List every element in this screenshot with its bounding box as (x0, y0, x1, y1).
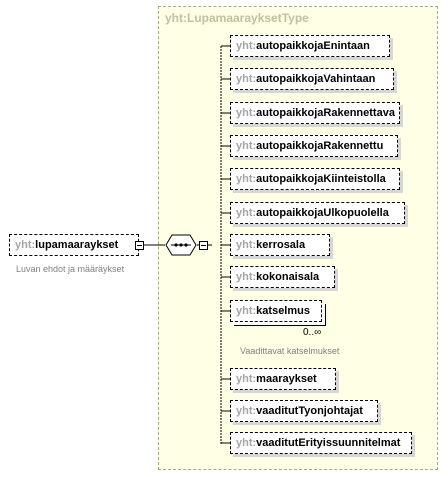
element-name: autopaikkojaKiinteistolla (256, 173, 386, 185)
child-element-autopaikkojaUlkopuolella[interactable]: yht:autopaikkojaUlkopuolella (230, 202, 405, 224)
child-element-autopaikkojaRakennettava[interactable]: yht:autopaikkojaRakennettava (230, 102, 400, 124)
complex-type-title: yht:LupamaarayksetType (165, 11, 309, 25)
element-prefix: yht: (236, 73, 257, 85)
element-name: autopaikkojaVahintaan (256, 73, 376, 85)
root-element-name: lupamaaraykset (35, 239, 119, 251)
child-element-autopaikkojaEnintaan[interactable]: yht:autopaikkojaEnintaan (230, 35, 390, 57)
child-element-katselmus[interactable]: yht:katselmus (230, 300, 322, 322)
element-prefix: yht: (236, 271, 257, 283)
element-prefix: yht: (236, 173, 257, 185)
element-annotation: Vaadittavat katselmukset (240, 346, 340, 356)
child-element-autopaikkojaKiinteistolla[interactable]: yht:autopaikkojaKiinteistolla (230, 168, 400, 190)
element-prefix: yht: (236, 437, 257, 449)
child-element-autopaikkojaRakennettu[interactable]: yht:autopaikkojaRakennettu (230, 135, 398, 157)
element-name: vaaditutErityissuunnitelmat (256, 437, 401, 449)
occurrence-label: 0..∞ (303, 327, 322, 338)
element-prefix: yht: (236, 107, 257, 119)
child-element-kerrosala[interactable]: yht:kerrosala (230, 234, 330, 256)
element-prefix: yht: (236, 373, 257, 385)
element-name: maaraykset (256, 373, 317, 385)
child-element-autopaikkojaVahintaan[interactable]: yht:autopaikkojaVahintaan (230, 68, 394, 90)
element-name: kerrosala (256, 239, 306, 251)
element-name: autopaikkojaEnintaan (256, 40, 370, 52)
element-name: autopaikkojaUlkopuolella (256, 207, 389, 219)
root-collapse-toggle[interactable] (135, 241, 144, 250)
element-prefix: yht: (236, 405, 257, 417)
root-annotation: Luvan ehdot ja määräykset (16, 264, 125, 274)
child-element-maaraykset[interactable]: yht:maaraykset (230, 368, 336, 390)
root-prefix: yht: (15, 239, 36, 251)
child-element-kokonaisala[interactable]: yht:kokonaisala (230, 266, 335, 288)
root-element[interactable]: yht:lupamaaraykset (9, 234, 139, 256)
element-name: autopaikkojaRakennettu (256, 140, 384, 152)
element-prefix: yht: (236, 305, 257, 317)
element-name: vaaditutTyonjohtajat (256, 405, 363, 417)
element-prefix: yht: (236, 239, 257, 251)
element-name: katselmus (256, 305, 310, 317)
element-prefix: yht: (236, 40, 257, 52)
element-prefix: yht: (236, 140, 257, 152)
element-name: kokonaisala (256, 271, 320, 283)
child-element-vaaditutErityissuunnitelmat[interactable]: yht:vaaditutErityissuunnitelmat (230, 432, 412, 454)
sequence-collapse-toggle[interactable] (199, 241, 208, 250)
element-name: autopaikkojaRakennettava (256, 107, 395, 119)
child-element-vaaditutTyonjohtajat[interactable]: yht:vaaditutTyonjohtajat (230, 400, 378, 422)
element-prefix: yht: (236, 207, 257, 219)
